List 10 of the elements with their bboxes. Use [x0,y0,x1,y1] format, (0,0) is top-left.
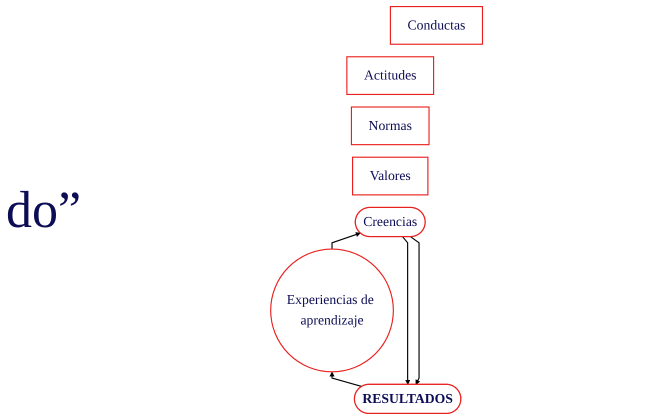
node-box: Conductas [390,6,484,45]
arrow [410,236,421,385]
node-box: Actitudes [346,56,435,96]
arrow [402,236,411,385]
arrow [332,232,362,250]
node-box: Normas [351,106,430,146]
partial-text: do” [6,182,82,238]
arrow [330,372,363,388]
node-circle: Experiencias de aprendizaje [270,248,394,372]
node-box: Valores [352,156,429,196]
